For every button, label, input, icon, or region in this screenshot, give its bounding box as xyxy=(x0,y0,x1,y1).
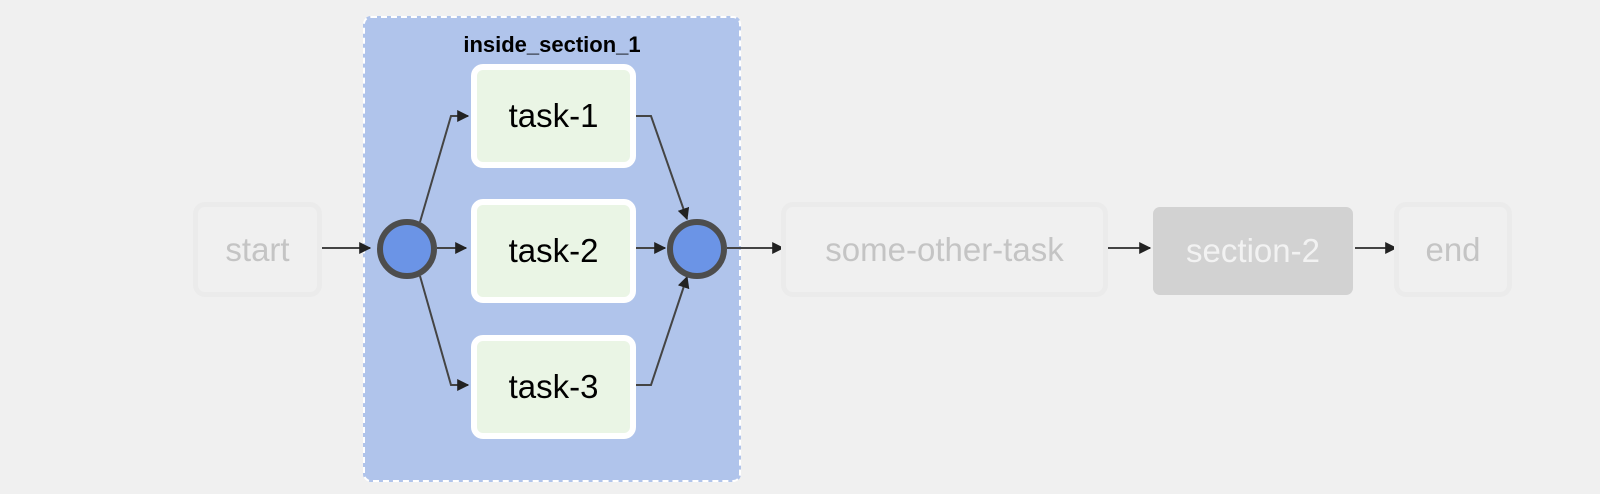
node-task-2[interactable]: task-2 xyxy=(471,199,636,303)
edge-join1-to-task1 xyxy=(419,110,470,223)
join-node-upstream[interactable] xyxy=(377,219,437,279)
node-task-3-label: task-3 xyxy=(508,368,599,405)
node-task-1[interactable]: task-1 xyxy=(471,64,636,168)
node-start[interactable]: start xyxy=(193,202,322,297)
node-some-other-task-label: some-other-task xyxy=(825,230,1064,268)
edge-task1-to-join2 xyxy=(636,115,690,221)
node-end[interactable]: end xyxy=(1394,202,1512,297)
group-label: inside_section_1 xyxy=(463,32,641,57)
node-section-2[interactable]: section-2 xyxy=(1153,207,1353,295)
node-start-label: start xyxy=(225,230,290,268)
node-task-2-label: task-2 xyxy=(508,232,599,269)
node-some-other-task[interactable]: some-other-task xyxy=(781,202,1108,297)
node-task-1-label: task-1 xyxy=(508,97,599,134)
edge-task3-to-join2 xyxy=(636,275,690,386)
join-node-downstream[interactable] xyxy=(667,219,727,279)
edge-join1-to-task3 xyxy=(419,275,470,391)
node-end-label: end xyxy=(1425,230,1481,268)
node-task-3[interactable]: task-3 xyxy=(471,335,636,439)
node-section-2-label: section-2 xyxy=(1186,232,1320,269)
